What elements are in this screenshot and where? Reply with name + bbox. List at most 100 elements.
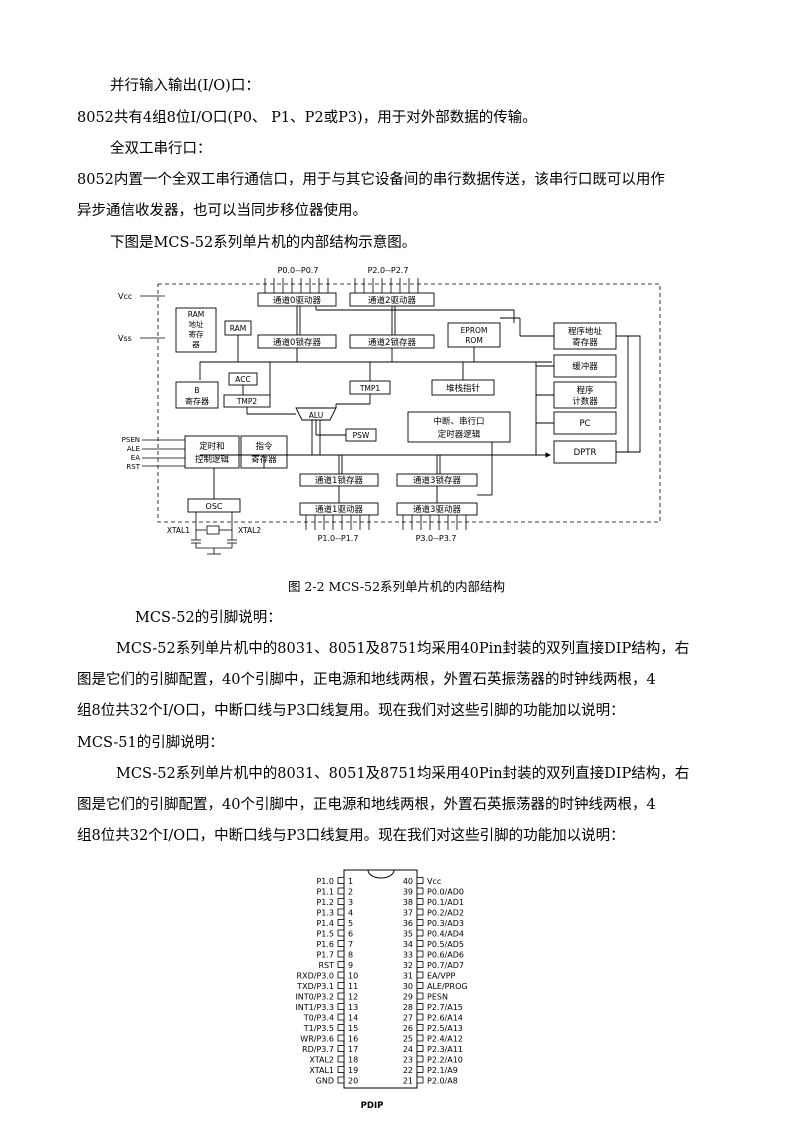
pin-stub-left (337, 877, 345, 884)
block-ram-addr-4: 器 (192, 340, 200, 349)
block-p2-driver: 通道2驱动器 (368, 295, 416, 306)
pin-stub-right (416, 1013, 424, 1021)
block-ram-addr-1: RAM (188, 310, 205, 319)
pin-psen: PSEN (122, 436, 140, 444)
block-p1-driver: 通道1驱动器 (315, 504, 363, 515)
heading-mcs51-pins: MCS-51的引脚说明： (77, 735, 224, 751)
pin-number-left: 10 (348, 972, 358, 981)
pin-number-left: 12 (348, 993, 358, 1002)
block-interrupt-2: 定时器逻辑 (438, 429, 481, 440)
block-interrupt-1: 中断、串行口 (433, 416, 484, 427)
pin-number-right: 21 (403, 1077, 413, 1086)
pin-number-left: 18 (348, 1056, 358, 1065)
pin-number-left: 11 (348, 982, 358, 991)
pin-stub-left (337, 1024, 345, 1031)
block-psw: PSW (353, 431, 370, 440)
pin-number-left: 9 (348, 961, 353, 970)
pin-stub-right (416, 982, 424, 989)
pin-label-left: P1.1 (316, 888, 334, 897)
block-eprom-1: EPROM (461, 326, 488, 335)
pin-number-left: 19 (348, 1066, 358, 1075)
label-vss: Vss (118, 334, 132, 343)
pin-number-left: 17 (348, 1045, 358, 1054)
pin-label-left: P1.0 (316, 877, 334, 886)
block-timing-2: 控制逻辑 (195, 454, 230, 465)
block-prog-addr-1: 程序地址 (568, 326, 603, 337)
pin-label-right: P0.5/AD5 (427, 940, 464, 949)
label-xtal1: XTAL1 (167, 526, 190, 535)
pin-number-left: 14 (348, 1014, 358, 1023)
block-ram-addr-3: 寄存 (189, 329, 204, 339)
pin-stub-right (416, 1055, 424, 1063)
block-p0-latch: 通道0锁存器 (273, 337, 321, 348)
pin-number-right: 35 (403, 930, 413, 939)
pin-stub-right (416, 971, 424, 979)
paragraph-pins-2c: 组8位共32个I/O口，中断口线与P3口线复用。现在我们对这些引脚的功能加以说明… (77, 828, 625, 844)
pin-label-right: P0.7/AD7 (427, 961, 464, 970)
pin-number-right: 34 (403, 940, 413, 949)
block-p2-latch: 通道2锁存器 (368, 337, 416, 348)
pin-stub-left (337, 961, 345, 968)
pin-label-left: WR/P3.6 (300, 1035, 334, 1044)
package-label: PDIP (361, 1101, 384, 1111)
paragraph-serial-1: 8052内置一个全双工串行通信口，用于与其它设备间的串行数据传送，该串行口既可以… (77, 172, 665, 188)
pin-number-left: 15 (348, 1024, 358, 1033)
pin-stub-left (337, 908, 345, 916)
block-instr-1: 指令 (255, 441, 273, 452)
pin-label-right: P2.3/A11 (427, 1045, 463, 1054)
label-p1-range: P1.0--P1.7 (318, 534, 359, 543)
label-p0-range: P0.0--P0.7 (278, 266, 319, 275)
pin-label-left: TXD/P3.1 (296, 982, 334, 991)
pin-stub-left (337, 898, 345, 905)
pin-label-left: RD/P3.7 (302, 1045, 334, 1054)
pin-number-left: 2 (348, 888, 353, 897)
pin-number-right: 32 (403, 961, 413, 970)
pin-label-left: GND (316, 1077, 334, 1086)
pin-number-left: 6 (348, 930, 353, 939)
pin-label-left: T1/P3.5 (303, 1024, 334, 1033)
pin-number-right: 26 (403, 1024, 413, 1033)
pin-number-left: 20 (348, 1077, 358, 1086)
pin-stub-left (337, 919, 345, 926)
pin-number-left: 4 (348, 909, 353, 918)
label-vcc: Vcc (118, 292, 132, 301)
pin-stub-right (416, 992, 424, 1000)
pin-number-right: 27 (403, 1014, 413, 1023)
pin-number-right: 31 (403, 972, 413, 981)
block-ram: RAM (230, 324, 247, 333)
pin-label-left: P1.3 (316, 909, 334, 918)
pin-label-right: P0.3/AD3 (427, 919, 464, 928)
pin-stub-left (337, 1066, 345, 1073)
heading-parallel-io: 并行输入输出(I/O)口： (110, 78, 260, 94)
block-timing-1: 定时和 (199, 441, 225, 452)
block-p3-driver: 通道3驱动器 (413, 504, 461, 515)
pin-number-right: 40 (403, 877, 413, 886)
pin-stub-right (416, 950, 424, 958)
pin-label-left: T0/P3.4 (303, 1014, 334, 1023)
pin-label-right: P2.4/A12 (427, 1035, 463, 1044)
pin-label-right: P0.4/AD4 (427, 930, 464, 939)
pin-stub-left (337, 982, 345, 989)
pin-stub-right (416, 1066, 424, 1073)
pin-label-right: P2.5/A13 (427, 1024, 463, 1033)
pin-label-left: P1.5 (316, 930, 334, 939)
pin-label-left: P1.7 (316, 951, 334, 960)
pin-number-right: 38 (403, 898, 413, 907)
block-alu: ALU (309, 411, 323, 420)
pin-stub-right (416, 877, 424, 884)
pin-stub-left (337, 950, 345, 958)
paragraph-pins-2b: 图是它们的引脚配置，40个引脚中，正电源和地线两根，外置石英振荡器的时钟线两根，… (77, 797, 656, 813)
block-tmp2: TMP2 (236, 397, 258, 406)
block-p0-driver: 通道0驱动器 (273, 295, 321, 306)
pin-label-left: P1.4 (316, 919, 334, 928)
pin-number-right: 36 (403, 919, 413, 928)
pin-label-right: P2.7/A15 (427, 1003, 463, 1012)
heading-mcs52-pins: MCS-52的引脚说明： (135, 610, 282, 626)
figure-caption: 图 2-2 MCS-52系列单片机的内部结构 (287, 579, 506, 594)
pin-stub-left (337, 971, 345, 979)
pin-label-left: XTAL1 (309, 1066, 334, 1075)
pin-label-right: ALE/PROG (427, 982, 468, 991)
pin-label-right: P0.2/AD2 (427, 909, 464, 918)
pin-number-left: 5 (348, 919, 353, 928)
